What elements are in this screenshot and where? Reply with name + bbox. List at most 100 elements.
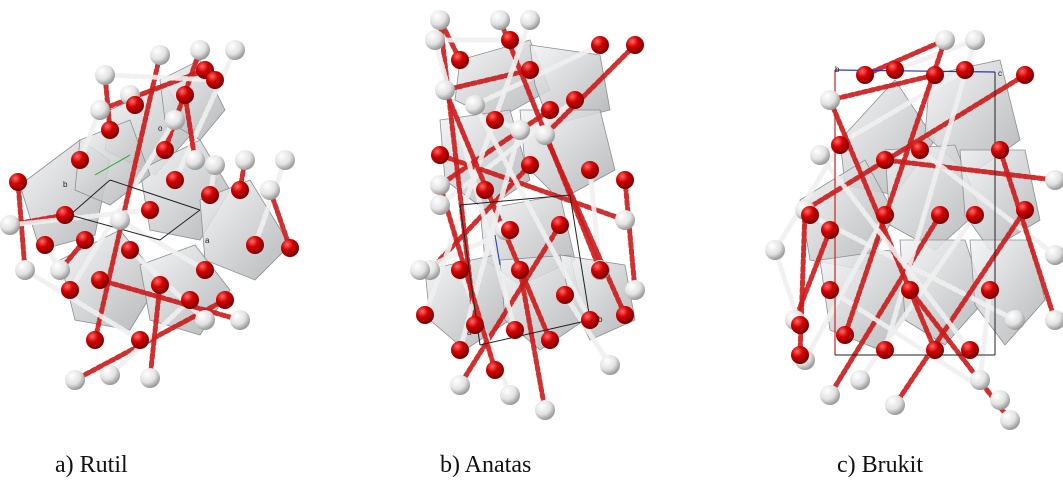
rutil-structure: bao [0, 40, 299, 390]
axis-line [94, 154, 131, 176]
oxygen-atom [201, 186, 219, 204]
axis-label-b: b [835, 65, 840, 74]
hydrogen-atom [500, 385, 520, 405]
oxygen-atom [581, 311, 599, 329]
hydrogen-atom [1005, 310, 1025, 330]
oxygen-atom [9, 173, 27, 191]
hydrogen-atom [65, 370, 85, 390]
hydrogen-bond [892, 37, 978, 73]
oxygen-atom [151, 276, 169, 294]
hydrogen-bond [252, 157, 288, 248]
hydrogen-atom [1045, 170, 1063, 190]
hydrogen-atom [190, 40, 210, 60]
oxygen-atom [86, 331, 104, 349]
oxygen-atom [91, 271, 109, 289]
hydrogen-bond [827, 212, 943, 398]
hydrogen-atom [230, 310, 250, 330]
hydrogen-atom [430, 195, 450, 215]
oxygen-atom [556, 286, 574, 304]
oxygen-atom [141, 201, 159, 219]
hydrogen-bond [562, 292, 613, 368]
oxygen-atom [501, 31, 519, 49]
hydrogen-atom [535, 125, 555, 145]
oxygen-atom [961, 341, 979, 359]
oxygen-atom [616, 171, 634, 189]
hydrogen-atom [235, 150, 255, 170]
hydrogen-bond [172, 47, 238, 183]
hydrogen-bond [842, 37, 948, 338]
oxygen-atom [821, 281, 839, 299]
hydrogen-atom [1000, 410, 1020, 430]
hydrogen-atom [970, 370, 990, 390]
oxygen-atom [451, 341, 469, 359]
hydrogen-atom [260, 180, 280, 200]
hydrogen-bond [267, 187, 293, 251]
axis-line [494, 234, 501, 266]
oxygen-atom [131, 331, 149, 349]
hydrogen-bond [817, 152, 973, 353]
oxygen-atom [551, 216, 569, 234]
hydrogen-bond [997, 147, 1058, 323]
hydrogen-bond [92, 52, 163, 343]
oxygen-atom [486, 111, 504, 129]
oxygen-atom [931, 206, 949, 224]
hydrogen-atom [965, 30, 985, 50]
oxygen-atom [36, 236, 54, 254]
hydrogen-bond [977, 287, 993, 383]
hydrogen-bond [802, 212, 888, 363]
oxygen-atom [876, 151, 894, 169]
hydrogen-atom [50, 260, 70, 280]
hydrogen-atom [765, 240, 785, 260]
hydrogen-atom [0, 215, 20, 235]
hydrogen-bond [622, 177, 638, 293]
oxygen-atom [196, 261, 214, 279]
oxygen-atom [476, 181, 494, 199]
oxygen-atom [416, 306, 434, 324]
cell-edge [479, 319, 591, 346]
hydrogen-atom [820, 90, 840, 110]
oxygen-atom [206, 71, 224, 89]
hydrogen-bond [882, 157, 1058, 183]
hydrogen-atom [275, 150, 295, 170]
oxygen-atom [176, 86, 194, 104]
caption-anatas: b) Anatas [440, 452, 532, 478]
hydrogen-bond [892, 207, 1028, 408]
oxygen-atom [101, 121, 119, 139]
axis-label-a: a [467, 328, 472, 337]
oxygen-atom [451, 261, 469, 279]
hydrogen-bond [517, 267, 548, 413]
hydrogen-atom [100, 365, 120, 385]
oxygen-atom [616, 306, 634, 324]
hydrogen-atom [990, 390, 1010, 410]
hydrogen-bond [147, 282, 163, 381]
oxygen-atom [926, 341, 944, 359]
hydrogen-bond [97, 277, 243, 323]
axis-label-o: o [158, 124, 163, 133]
oxygen-atom [61, 281, 79, 299]
cell-edge [459, 194, 571, 206]
hydrogen-atom [110, 210, 130, 230]
cell-edge [109, 179, 201, 211]
oxygen-atom [246, 236, 264, 254]
axis-label-a: a [205, 236, 210, 245]
oxygen-atom [541, 101, 559, 119]
oxygen-atom [511, 261, 529, 279]
oxygen-atom [466, 316, 484, 334]
hydrogen-atom [225, 40, 245, 60]
axis-label-b: b [598, 315, 603, 324]
hydrogen-atom [535, 400, 555, 420]
hydrogen-atom [510, 120, 530, 140]
hydrogen-atom [1045, 310, 1063, 330]
oxygen-atom [836, 326, 854, 344]
oxygen-atom [566, 91, 584, 109]
hydrogen-bond [862, 37, 948, 78]
hydrogen-bond [442, 67, 533, 93]
oxygen-atom [591, 36, 609, 54]
hydrogen-atom [935, 30, 955, 50]
hydrogen-atom [205, 155, 225, 175]
hydrogen-bond [802, 72, 1028, 213]
hydrogen-atom [615, 210, 635, 230]
hydrogen-bond [472, 102, 593, 323]
